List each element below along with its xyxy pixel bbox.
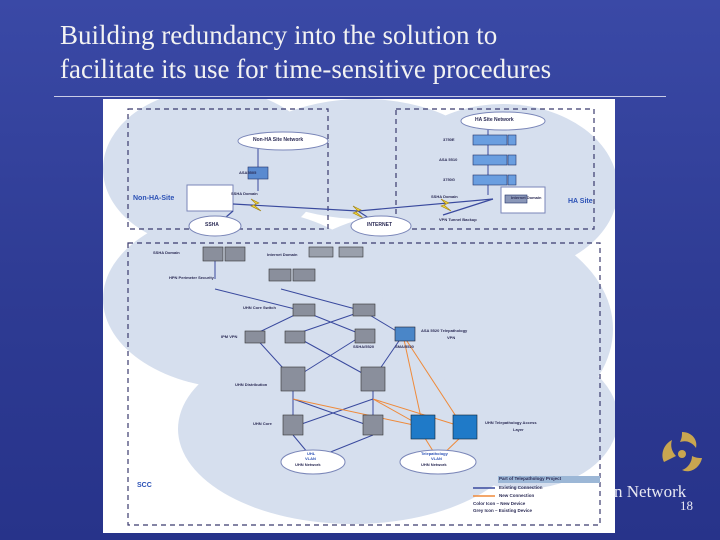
switch-icon — [308, 246, 334, 258]
switch-icon — [292, 303, 316, 317]
router-icon — [504, 194, 528, 204]
label-3750g: 3750G — [443, 177, 456, 182]
legend-grey-icon: Grey Icon – Existing Device — [473, 508, 533, 513]
label-internet-domain-right: Internet Domain — [511, 195, 542, 200]
footer-network-text: n Network — [614, 482, 687, 501]
label-scc: SCC — [137, 482, 152, 489]
label-uhn-network-right: UHN Network — [421, 462, 447, 467]
label-vpn: VPN — [447, 335, 456, 340]
uhn-network-cloud-right — [399, 449, 477, 475]
firewall-icon — [507, 154, 517, 166]
label-3750e: 3750E — [443, 137, 455, 142]
slide-title: Building redundancy into the solution to… — [60, 18, 680, 86]
label-ipm-vpn: IPM VPN — [221, 334, 238, 339]
router-icon — [268, 268, 292, 282]
label-telepathology-access: UHN Telepathology Access — [485, 420, 537, 425]
ssha-domain-box-left — [186, 184, 234, 212]
legend-existing-connection: Existing Connection — [499, 485, 543, 490]
label-asa-5510: ASA 5510 — [439, 157, 458, 162]
ha-site-frame — [395, 108, 595, 230]
switch-icon — [352, 303, 376, 317]
non-ha-site-frame — [127, 108, 329, 230]
label-sma-5520: SMA/5520 — [395, 344, 414, 349]
uhn-network-cloud-left — [280, 449, 346, 475]
legend-band-swatch — [498, 476, 600, 483]
ha-site-network-cloud — [460, 111, 546, 131]
internet-cloud — [350, 215, 412, 237]
switch-icon — [338, 246, 364, 258]
diagram-drawing — [103, 99, 615, 526]
switch-icon — [362, 414, 384, 436]
legend-part-of-project: Part of Telepathology Project — [499, 476, 562, 481]
page-number: 18 — [680, 498, 693, 513]
switch-icon — [472, 134, 508, 146]
switch-icon — [410, 414, 436, 440]
router-icon — [292, 268, 316, 282]
vpn-icon — [244, 330, 266, 344]
title-line-2: facilitate its use for time-sensitive pr… — [60, 54, 552, 84]
switch-icon — [282, 414, 304, 436]
firewall-icon — [247, 166, 269, 180]
label-non-ha-site: Non-HA-Site — [133, 195, 175, 202]
label-asa-5520-telepathology: ASA 5520 Telepathology — [421, 328, 468, 333]
label-layer: Layer — [513, 427, 524, 432]
network-diagram: Non-HA Site Network Non-HA-Site ASA5505 … — [103, 99, 615, 533]
label-ssha-domain: SSHA Domain — [231, 191, 258, 196]
label-ha-site: HA Site — [568, 198, 593, 205]
vpn-icon — [284, 330, 306, 344]
label-ssha-5520: SSHA/5520 — [353, 344, 375, 349]
label-uhn-distribution: UHN Distribution — [235, 382, 268, 387]
legend — [473, 476, 600, 497]
label-ha-site-network: HA Site Network — [475, 117, 514, 123]
network-logo-icon — [662, 432, 702, 472]
label-vlan-left-1: UHL — [307, 451, 316, 456]
label-ssha-domain-scc: SSHA Domain — [153, 250, 180, 255]
switch-icon — [507, 174, 517, 186]
ssha-cloud — [188, 215, 242, 237]
label-ssha-domain-right: SSHA Domain — [431, 194, 458, 199]
devices — [202, 134, 528, 440]
label-vlan-right-1: Telepathology — [421, 451, 448, 456]
switch-icon — [224, 246, 246, 262]
scc-frame — [127, 242, 601, 526]
switch-icon — [472, 174, 508, 186]
legend-color-icon: Color Icon – New Device — [473, 501, 526, 506]
switch-icon — [452, 414, 478, 440]
network-cloud — [103, 99, 615, 524]
firewall-icon — [394, 326, 416, 342]
label-hpn-perimeter-security: HPN Perimeter Security — [169, 275, 214, 280]
label-vlan-right-2: VLAN — [431, 456, 442, 461]
label-vlan-left-2: VLAN — [305, 456, 316, 461]
switch-icon — [280, 366, 306, 392]
legend-new-connection: New Connection — [499, 493, 535, 498]
non-ha-site-network-cloud — [237, 131, 329, 151]
label-uhn-network-left: UHN Network — [295, 462, 321, 467]
label-vpn-tunnel-backup: VPN Tunnel Backup — [439, 217, 477, 222]
title-divider — [54, 96, 666, 97]
switch-icon — [202, 246, 224, 262]
label-ssha-cloud: SSHA — [205, 222, 219, 228]
label-uhn-core-switch: UHN Core Switch — [243, 305, 276, 310]
lightning-icon — [250, 198, 262, 212]
switch-icon — [360, 366, 386, 392]
lightning-icon — [440, 198, 452, 212]
firewall-icon — [354, 328, 376, 344]
label-non-ha-site-network: Non-HA Site Network — [253, 137, 304, 143]
switch-icon — [507, 134, 517, 146]
firewall-icon — [472, 154, 508, 166]
title-line-1: Building redundancy into the solution to — [60, 20, 498, 50]
label-internet-domain-scc: Internet Domain — [267, 252, 298, 257]
label-uhn-core: UHN Core — [253, 421, 272, 426]
label-asa5505: ASA5505 — [239, 170, 257, 175]
label-internet-cloud: INTERNET — [367, 222, 392, 228]
